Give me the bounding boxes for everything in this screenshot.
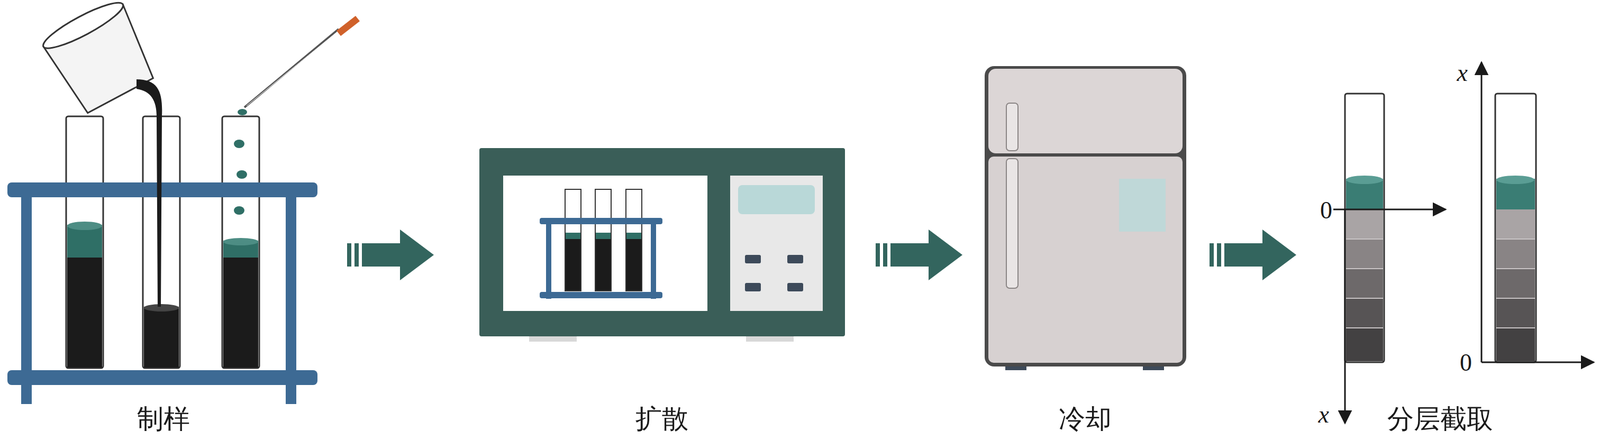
axis-origin: 0 xyxy=(1320,197,1333,225)
axis-label: x xyxy=(1457,59,1468,87)
sectioned-tube-right xyxy=(1481,62,1594,363)
stage-caption: 制样 xyxy=(137,404,190,434)
flow-arrow xyxy=(1209,229,1297,281)
axis-origin: 0 xyxy=(1459,349,1472,377)
stage-caption: 分层截取 xyxy=(1387,404,1494,434)
axis-label: x xyxy=(1318,401,1330,429)
stage-caption: 冷却 xyxy=(1058,404,1112,434)
sectioned-tube-left xyxy=(1333,93,1446,424)
test-tube-rack xyxy=(7,0,360,405)
stage-caption: 扩散 xyxy=(635,404,689,434)
flow-arrow xyxy=(347,229,434,281)
flow-arrow xyxy=(875,229,963,281)
diffusion-chamber xyxy=(479,148,845,342)
refrigerator xyxy=(984,66,1187,371)
